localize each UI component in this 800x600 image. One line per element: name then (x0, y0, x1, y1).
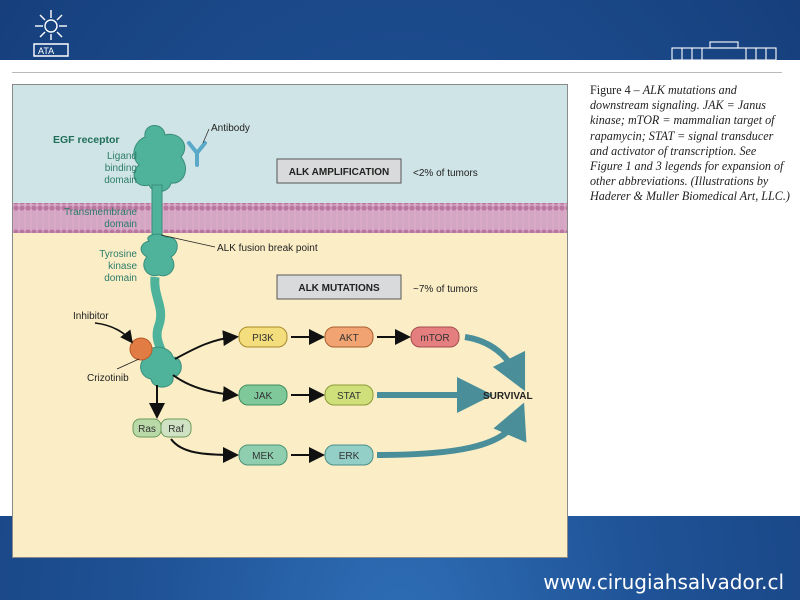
egf-receptor-shape (133, 125, 186, 388)
tyrosine-kinase-label-1: Tyrosine (99, 249, 137, 260)
alk-amplification-label: ALK AMPLIFICATION (289, 167, 390, 178)
membrane-band (13, 203, 567, 233)
extracellular-panel (13, 85, 567, 205)
alk-amplification-box (276, 158, 402, 184)
antibody-label: Antibody (211, 123, 250, 134)
akt-label: AKT (339, 333, 358, 344)
mtor-survival-arrow (464, 334, 526, 392)
jak-label: JAK (254, 391, 273, 402)
figure-caption: Figure 4 – ALK mutations and downstream … (590, 83, 790, 205)
alk-mutations-box (276, 274, 402, 300)
transmembrane-label-2: domain (104, 219, 137, 230)
mtor-node (410, 326, 460, 348)
raf-node (160, 418, 192, 438)
erk-node (324, 444, 374, 466)
ligand-binding-label-3: domain (104, 175, 137, 186)
transmembrane-label-1: Transmembrane (64, 207, 137, 218)
akt-node (324, 326, 374, 348)
caption-body: ALK mutations and downstream signaling. … (590, 83, 790, 204)
ligand-binding-label-2: binding (105, 163, 137, 174)
svg-text:ATA: ATA (38, 46, 54, 56)
alk-signaling-figure: EGF receptor Antibody Ligand binding dom… (12, 84, 568, 558)
egf-receptor-label: EGF receptor (53, 134, 120, 146)
erk-label: ERK (339, 451, 360, 462)
pi3k-node (238, 326, 288, 348)
jak-node (238, 384, 288, 406)
slide-panel: EGF receptor Antibody Ligand binding dom… (0, 60, 800, 558)
stat-label: STAT (337, 391, 361, 402)
inhibitor-label: Inhibitor (73, 311, 109, 322)
stat-node (324, 384, 374, 406)
alk-fusion-label: ALK fusion break point (217, 243, 318, 254)
mutations-pct: ~7% of tumors (413, 284, 478, 295)
footer-url[interactable]: www.cirugiahsalvador.cl (543, 570, 784, 594)
amplification-pct: <2% of tumors (413, 168, 478, 179)
crizotinib-circle (129, 337, 153, 361)
divider (12, 72, 782, 73)
crizotinib-label: Crizotinib (87, 373, 129, 384)
ligand-binding-label-1: Ligand (107, 151, 137, 162)
pi3k-label: PI3K (252, 333, 274, 344)
raf-label: Raf (168, 424, 184, 435)
antibody-icon (187, 141, 207, 167)
mek-label: MEK (252, 451, 274, 462)
caption-lead: Figure 4 – (590, 83, 643, 97)
tyrosine-kinase-label-2: kinase (108, 261, 137, 272)
sun-emblem-logo: ATA (33, 10, 69, 57)
tyrosine-kinase-label-3: domain (104, 273, 137, 284)
building-logo (671, 41, 777, 61)
ras-label: Ras (138, 424, 156, 435)
mtor-label: mTOR (420, 333, 449, 344)
survival-label: SURVIVAL (483, 391, 533, 402)
mek-node (238, 444, 288, 466)
erk-survival-arrow (376, 402, 527, 458)
alk-mutations-label: ALK MUTATIONS (298, 283, 380, 294)
